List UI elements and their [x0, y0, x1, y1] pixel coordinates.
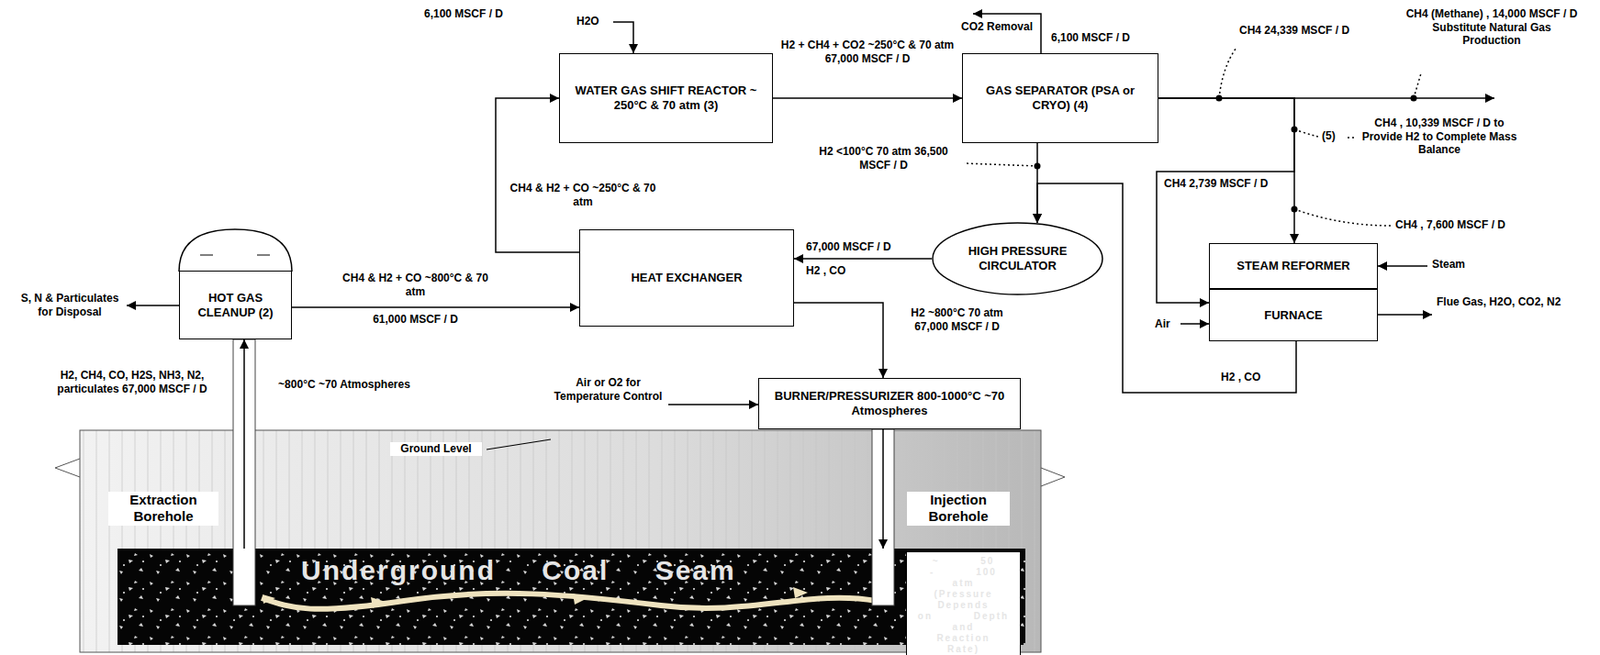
node-text: GAS SEPARATOR (PSA or CRYO) (4): [970, 83, 1151, 112]
flow-label: CH4 2,739 MSCF / D: [1163, 177, 1275, 191]
flow-label: H2, CH4, CO, H2S, NH3, N2, particulates …: [36, 369, 228, 396]
flow-label: Steam: [1432, 257, 1488, 272]
flow-label: CH4 , 10,339 MSCF / D to Provide H2 to C…: [1356, 116, 1522, 157]
flow-label: CH4 (Methane) , 14,000 MSCF / D Substitu…: [1404, 7, 1579, 48]
process-box: HOT GAS CLEANUP (2): [179, 270, 292, 340]
flow-label: S, N & Particulates for Disposal: [18, 291, 122, 319]
pressure-note-box: ~ 50 - 100 atm (Pressure Depends on Dept…: [906, 551, 1021, 655]
flow-label: (5): [1321, 129, 1348, 144]
flow-line: [794, 257, 932, 260]
flow-line: [243, 339, 246, 549]
flow-label: 61,000 MSCF / D: [339, 313, 492, 327]
flow-label: CH4 & H2 + CO ~800°C & 70 atm: [339, 271, 492, 299]
flow-line: [1158, 98, 1295, 244]
flow-label: CH4 24,339 MSCF / D: [1239, 23, 1359, 38]
exchanger-box: HEAT EXCHANGER: [579, 229, 795, 327]
flow-label: H2O: [576, 14, 614, 29]
flow-label: CH4 & H2 + CO ~250°C & 70 atm: [509, 181, 657, 209]
flow-line: [794, 302, 884, 379]
ellipse-outline: [932, 223, 1103, 295]
node-text: WATER GAS SHIFT REACTOR ~ 250°C & 70 atm…: [567, 83, 765, 112]
flow-label: 67,000 MSCF / D: [805, 240, 926, 255]
flow-label: CO2 Removal: [917, 20, 1033, 34]
node-text: HIGH PRESSURE CIRCULATOR: [939, 244, 1097, 273]
coal-seam: ~ 50 - 100 atm (Pressure Depends on Dept…: [117, 548, 1026, 646]
flow-label: H2 <100°C 70 atm 36,500 MSCF / D: [807, 145, 960, 172]
flow-label: H2 ~800°C 70 atm 67,000 MSCF / D: [895, 306, 1019, 334]
furnace-box: FURNACE: [1208, 289, 1378, 342]
flow-label: Extraction Borehole: [108, 492, 219, 526]
flow-label: Air or O2 for Temperature Control: [550, 376, 666, 403]
flow-label: H2 , CO: [1220, 370, 1286, 385]
flow-label: Injection Borehole: [906, 492, 1010, 526]
flow-label: Ground Level: [390, 442, 482, 457]
flow-label: 6,100 MSCF / D: [1051, 31, 1148, 45]
node-text: STEAM REFORMER: [1236, 258, 1351, 274]
node-text: FURNACE: [1264, 308, 1323, 324]
flow-label: Air: [1154, 317, 1181, 332]
flow-line: [882, 429, 884, 549]
node-text: HEAT EXCHANGER: [630, 270, 742, 286]
node-text: Underground Coal Seam: [301, 554, 737, 588]
flow-label: H2 + CH4 + CO2 ~250°C & 70 atm 67,000 MS…: [780, 38, 955, 66]
flow-label: 6,100 MSCF / D: [424, 7, 516, 22]
flow-label: Flue Gas, H2O, CO2, N2: [1436, 295, 1575, 310]
flow-line: [291, 306, 580, 309]
flow-label: H2 , CO: [805, 264, 871, 279]
separator-box: GAS SEPARATOR (PSA or CRYO) (4): [962, 53, 1159, 144]
reformer-box: STEAM REFORMER: [1208, 243, 1378, 290]
flow-label: ~800°C ~70 Atmospheres: [275, 378, 414, 392]
node-text: ~ 50 - 100 atm (Pressure Depends on Dept…: [914, 556, 1013, 655]
flow-label: CH4 , 7,600 MSCF / D: [1395, 218, 1579, 233]
reactor-box: WATER GAS SHIFT REACTOR ~ 250°C & 70 atm…: [559, 53, 773, 144]
flow-line: [772, 97, 963, 100]
node-text: HOT GAS CLEANUP (2): [187, 290, 284, 320]
burner-box: BURNER/PRESSURIZER 800-1000°C ~70 Atmosp…: [758, 378, 1021, 430]
circulator-ellipse: HIGH PRESSURE CIRCULATOR: [931, 222, 1104, 296]
node-text: BURNER/PRESSURIZER 800-1000°C ~70 Atmosp…: [766, 389, 1013, 418]
